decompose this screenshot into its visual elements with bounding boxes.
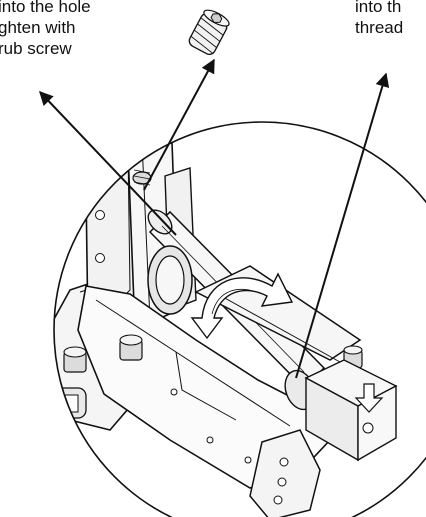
down-arrow-icon — [354, 383, 384, 413]
block-cube — [304, 359, 398, 462]
right-callout-line-1: into th — [355, 0, 402, 16]
grub-screw-icon — [188, 9, 230, 56]
bolt-2 — [119, 334, 143, 361]
left-callout-line-3: rub screw — [0, 39, 72, 58]
right-callout-line-2: thread — [355, 18, 404, 37]
left-callout-line-2: ghten with — [0, 18, 76, 37]
curved-arrow-icon — [190, 272, 294, 340]
bolt-1 — [63, 346, 87, 373]
left-callout-text: into the hole ghten with rub screw — [0, 0, 91, 59]
bolt-3 — [343, 345, 363, 369]
leader-grub-screw — [143, 58, 215, 191]
left-callout-line-1: into the hole — [0, 0, 91, 16]
leader-left-callout — [39, 90, 177, 236]
detail-circle — [53, 121, 426, 517]
right-callout-text: into th thread — [355, 0, 403, 38]
leader-right-callout — [295, 72, 390, 379]
